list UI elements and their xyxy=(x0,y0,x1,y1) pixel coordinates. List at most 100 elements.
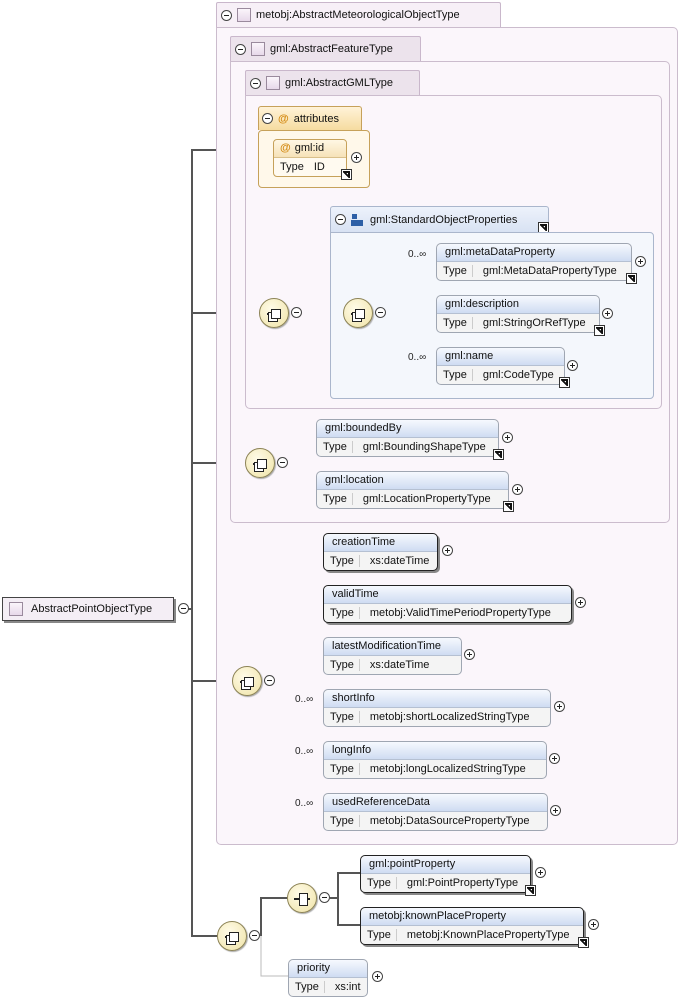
meteo-type-label: metobj:AbstractMeteorologicalObjectType xyxy=(256,9,460,21)
element-type: metobj:longLocalizedStringType xyxy=(369,763,526,775)
attributes-tab[interactable]: @ attributes xyxy=(258,106,362,130)
expand-icon[interactable] xyxy=(550,805,561,816)
collapse-icon[interactable] xyxy=(221,9,232,21)
collapse-icon[interactable] xyxy=(319,892,330,903)
sequence-icon[interactable] xyxy=(343,298,373,328)
root-type-abstractpointobjecttype[interactable]: AbstractPointObjectType xyxy=(2,597,174,621)
collapse-icon[interactable] xyxy=(235,43,246,55)
feature-type-tab[interactable]: gml:AbstractFeatureType xyxy=(230,36,421,61)
expand-icon[interactable] xyxy=(464,649,475,660)
type-label: Type xyxy=(330,607,360,619)
gml-type-tab[interactable]: gml:AbstractGMLType xyxy=(245,70,420,95)
sequence-icon[interactable] xyxy=(259,298,289,328)
root-type-name: AbstractPointObjectType xyxy=(31,603,153,615)
element-name: gml:location xyxy=(317,472,508,490)
collapse-icon[interactable] xyxy=(249,930,260,941)
expand-icon[interactable] xyxy=(554,701,565,712)
expand-icon[interactable] xyxy=(575,597,586,608)
choice-icon[interactable] xyxy=(287,883,317,913)
sequence-icon[interactable] xyxy=(217,921,247,951)
type-label: Type xyxy=(330,815,360,827)
collapse-icon[interactable] xyxy=(178,603,189,614)
element-type: gml:PointPropertyType xyxy=(406,877,519,889)
expand-icon[interactable] xyxy=(588,919,599,930)
type-label: Type xyxy=(330,659,360,671)
expand-icon[interactable] xyxy=(535,867,546,878)
complex-type-icon xyxy=(9,602,23,616)
type-label: Type xyxy=(280,161,304,173)
expand-icon[interactable] xyxy=(502,432,513,443)
type-link-icon[interactable] xyxy=(341,169,352,180)
sequence-icon[interactable] xyxy=(232,666,262,696)
attribute-name: gml:id xyxy=(294,142,325,154)
element-type: gml:StringOrRefType xyxy=(482,317,586,329)
sequence-icon[interactable] xyxy=(245,448,275,478)
expand-icon[interactable] xyxy=(351,152,362,163)
attribute-type: ID xyxy=(313,161,325,173)
expand-icon[interactable] xyxy=(549,753,560,764)
type-link-icon[interactable] xyxy=(626,273,637,284)
element-name: gml:description xyxy=(437,296,599,314)
collapse-icon[interactable] xyxy=(375,307,386,318)
element-type: metobj:DataSourcePropertyType xyxy=(369,815,530,827)
expand-icon[interactable] xyxy=(635,256,646,267)
complex-type-icon xyxy=(251,42,265,56)
type-link-icon[interactable] xyxy=(525,885,536,896)
collapse-icon[interactable] xyxy=(277,457,288,468)
element-name: longInfo xyxy=(324,742,546,760)
expand-icon[interactable] xyxy=(512,484,523,495)
standard-object-properties-header[interactable]: gml:StandardObjectProperties xyxy=(330,206,549,233)
element-latestmodificationtime[interactable]: latestModificationTime Type xs:dateTime xyxy=(323,637,462,675)
collapse-icon[interactable] xyxy=(262,113,273,124)
collapse-icon[interactable] xyxy=(264,675,275,686)
group-name: gml:StandardObjectProperties xyxy=(370,213,518,226)
expand-icon[interactable] xyxy=(372,971,383,982)
expand-icon[interactable] xyxy=(567,360,578,371)
collapse-icon[interactable] xyxy=(291,307,302,318)
type-link-icon[interactable] xyxy=(594,325,605,336)
type-link-icon[interactable] xyxy=(503,501,514,512)
element-validtime[interactable]: validTime Type metobj:ValidTimePeriodProp… xyxy=(323,585,572,623)
type-link-icon[interactable] xyxy=(493,449,504,460)
attribute-icon: @ xyxy=(278,112,289,125)
meteo-type-tab[interactable]: metobj:AbstractMeteorologicalObjectType xyxy=(216,2,501,27)
element-type: metobj:ValidTimePeriodPropertyType xyxy=(369,607,551,619)
element-name: latestModificationTime xyxy=(324,638,461,656)
attribute-gml-id[interactable]: @gml:id Type ID xyxy=(273,139,352,180)
type-label: Type xyxy=(443,369,473,381)
type-link-icon[interactable] xyxy=(578,937,589,948)
type-label: Type xyxy=(295,981,325,993)
attribute-icon: @ xyxy=(280,142,291,154)
element-type: xs:dateTime xyxy=(369,659,430,671)
element-name: metobj:knownPlaceProperty xyxy=(361,908,583,926)
collapse-icon[interactable] xyxy=(250,77,261,89)
element-usedreferencedata[interactable]: usedReferenceData Type metobj:DataSourceP… xyxy=(323,793,548,831)
element-type: gml:CodeType xyxy=(482,369,554,381)
element-name: validTime xyxy=(324,586,571,604)
expand-icon[interactable] xyxy=(602,308,613,319)
occurrence-label: 0..∞ xyxy=(408,352,427,363)
element-name: usedReferenceData xyxy=(324,794,547,812)
occurrence-label: 0..∞ xyxy=(295,798,314,809)
element-type: xs:dateTime xyxy=(369,555,430,567)
type-label: Type xyxy=(323,493,353,505)
element-type: xs:int xyxy=(334,981,361,993)
expand-icon[interactable] xyxy=(442,545,453,556)
group-icon xyxy=(352,213,364,226)
type-link-icon[interactable] xyxy=(559,377,570,388)
gml-type-label: gml:AbstractGMLType xyxy=(285,77,393,89)
occurrence-label: 0..∞ xyxy=(408,249,427,260)
collapse-icon[interactable] xyxy=(335,214,346,225)
type-label: Type xyxy=(443,265,473,277)
